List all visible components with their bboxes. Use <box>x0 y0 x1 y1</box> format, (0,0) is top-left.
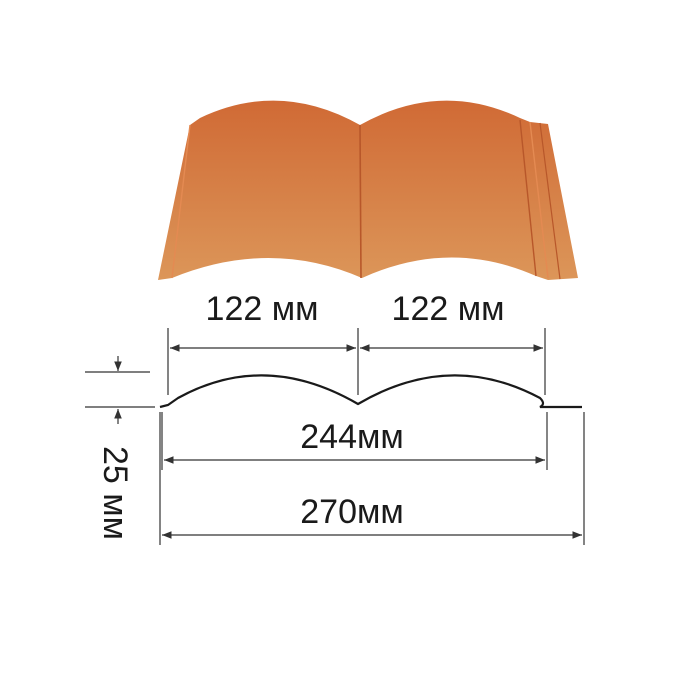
panel-rib-line-2 <box>529 121 549 279</box>
label-wave-left: 122 мм <box>206 290 319 328</box>
panel-rib-line-3 <box>539 122 561 280</box>
height-dimension: 25 мм <box>85 356 155 540</box>
label-wave-right: 122 мм <box>392 290 505 328</box>
total-width-dimension: 270мм <box>159 412 585 545</box>
panel-left-edge-line <box>171 124 191 279</box>
panel-valley-line <box>359 124 362 279</box>
panel-illustration <box>158 100 578 280</box>
panel-rib-line-1 <box>519 119 537 277</box>
wave-width-dimension: 122 мм 122 мм <box>167 290 546 395</box>
label-effective-width: 244мм <box>300 418 403 456</box>
label-height: 25 мм <box>96 446 134 540</box>
profile-outline <box>159 374 582 409</box>
label-total-width: 270мм <box>300 493 403 531</box>
profile-cross-section <box>159 374 582 409</box>
panel-body <box>158 100 578 280</box>
effective-width-dimension: 244мм <box>161 412 548 470</box>
